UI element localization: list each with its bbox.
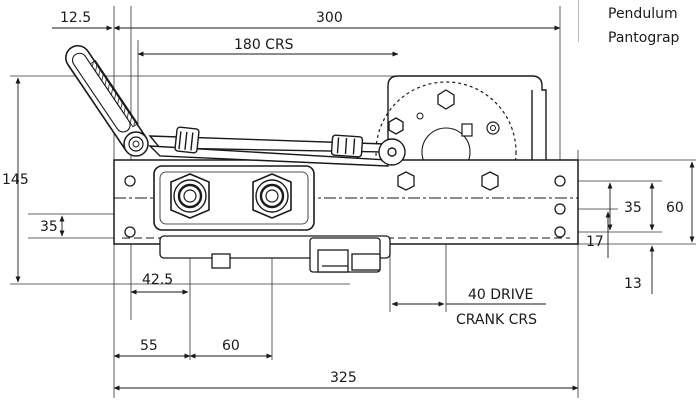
gear-housing [387,75,547,165]
linkage-rods [148,126,406,167]
base-plate-nuts [397,171,499,191]
caption-pendulum: Pendulum [608,6,678,22]
dimension-labels: 12.5 300 180 CRS 145 35 35 60 17 13 42.5… [2,10,684,386]
dim-40-drive: 40 DRIVE [468,287,533,303]
lower-mechanism [159,235,391,273]
dim-12-5: 12.5 [60,10,91,26]
pendulum-arm [65,44,149,157]
caption-pantograph: Pantograp [608,30,680,46]
pneumatic-fitting-left [170,173,210,219]
dim-42-5: 42.5 [142,272,173,288]
dim-300: 300 [316,10,343,26]
dim-35-right: 35 [624,200,642,216]
dim-17: 17 [586,234,604,250]
dim-60-bottom: 60 [222,338,240,354]
dim-35-left: 35 [40,219,58,235]
dim-60-right: 60 [666,200,684,216]
dim-145: 145 [2,172,29,188]
dim-55: 55 [140,338,158,354]
pneumatic-fitting-right [252,173,292,219]
dim-325: 325 [330,370,357,386]
dimension-arrows [15,25,695,391]
caption-separator [578,0,579,42]
dim-crank-crs: CRANK CRS [456,312,537,328]
dim-13: 13 [624,276,642,292]
dim-180-crs: 180 CRS [234,37,294,53]
